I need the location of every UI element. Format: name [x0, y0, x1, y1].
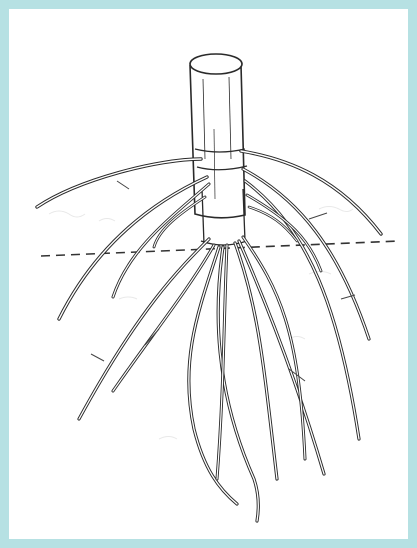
- root: [189, 247, 237, 504]
- root: [239, 241, 324, 474]
- root: [241, 151, 381, 234]
- root: [37, 159, 201, 207]
- root-system-illustration: [9, 9, 408, 539]
